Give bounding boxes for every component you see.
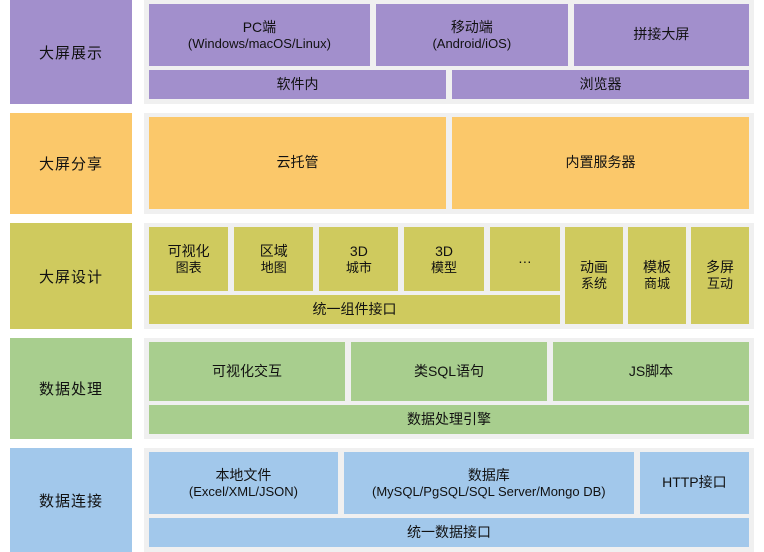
- box-http-interface[interactable]: HTTP接口: [639, 452, 749, 514]
- box-label-secondary: 图表: [175, 259, 202, 275]
- box-label-primary: 统一数据接口: [407, 523, 491, 540]
- box-browser[interactable]: 浏览器: [452, 70, 749, 99]
- box-label-primary: 模板: [643, 259, 671, 276]
- box-builtin-server[interactable]: 内置服务器: [452, 117, 749, 209]
- box-row-bottom: 统一数据接口: [149, 518, 749, 547]
- box-label-primary: 可视化: [167, 242, 210, 259]
- box-in-software[interactable]: 软件内: [149, 70, 446, 99]
- layer-row-connect: 数据连接本地文件(Excel/XML/JSON)数据库(MySQL/PgSQL/…: [10, 448, 754, 552]
- box-pc-client[interactable]: PC端(Windows/macOS/Linux): [149, 4, 370, 66]
- box-label-secondary: (Excel/XML/JSON): [188, 483, 298, 499]
- box-label-secondary: 城市: [345, 259, 372, 275]
- layer-label-text: 大屏设计: [38, 268, 103, 286]
- box-label-primary: 多屏: [706, 259, 734, 276]
- layer-label-design[interactable]: 大屏设计: [10, 223, 132, 329]
- box-label-primary: 拼接大屏: [633, 26, 690, 43]
- box-more-components[interactable]: …: [489, 227, 560, 291]
- box-template-store[interactable]: 模板商城: [628, 227, 686, 324]
- layer-label-process[interactable]: 数据处理: [10, 338, 132, 439]
- box-row-bottom: 统一组件接口: [149, 295, 560, 324]
- layer-label-connect[interactable]: 数据连接: [10, 448, 132, 552]
- layer-label-text: 大屏展示: [38, 44, 103, 62]
- box-label-primary: 移动端: [450, 18, 493, 35]
- box-row-top: 本地文件(Excel/XML/JSON)数据库(MySQL/PgSQL/SQL …: [149, 452, 749, 514]
- box-animation-system[interactable]: 动画系统: [565, 227, 623, 324]
- box-unified-component-api[interactable]: 统一组件接口: [149, 295, 560, 324]
- box-row-top: PC端(Windows/macOS/Linux)移动端(Android/iOS)…: [149, 4, 749, 66]
- box-multi-screen-interaction[interactable]: 多屏互动: [691, 227, 749, 324]
- layer-panel-share: 云托管 内置服务器: [144, 113, 754, 214]
- layer-label-text: 大屏分享: [38, 156, 103, 173]
- box-label-primary: 软件内: [276, 75, 319, 92]
- layer-label-display[interactable]: 大屏展示: [10, 0, 132, 104]
- box-label-secondary: (Windows/macOS/Linux): [187, 35, 331, 51]
- box-label-primary: 类SQL语句: [413, 362, 484, 379]
- layer-gap: [0, 214, 764, 223]
- box-region-map[interactable]: 区域地图: [234, 227, 314, 291]
- box-label-primary: 浏览器: [579, 75, 622, 92]
- box-label-primary: 本地文件: [215, 466, 272, 483]
- box-label-primary: PC端: [242, 18, 277, 35]
- layer-row-process: 数据处理 可视化交互 类SQL语句 JS脚本数据处理引擎: [10, 338, 754, 439]
- box-row-bottom: 数据处理引擎: [149, 405, 749, 434]
- layer-label-text: 数据连接: [38, 492, 103, 510]
- box-cloud-hosting[interactable]: 云托管: [149, 117, 446, 209]
- box-label-secondary: (MySQL/PgSQL/SQL Server/Mongo DB): [372, 483, 606, 499]
- layer-label-share[interactable]: 大屏分享: [10, 113, 132, 214]
- box-label-secondary: 商城: [643, 276, 670, 292]
- layer-gap: [0, 439, 764, 448]
- box-label-secondary: 互动: [706, 276, 733, 292]
- layer-panel-display: PC端(Windows/macOS/Linux)移动端(Android/iOS)…: [144, 0, 754, 104]
- box-label-primary: …: [517, 250, 532, 267]
- layer-label-text: 数据处理: [38, 381, 103, 398]
- box-label-primary: 动画: [580, 259, 608, 276]
- box-mobile-client[interactable]: 移动端(Android/iOS): [375, 4, 568, 66]
- box-label-primary: 数据库: [467, 466, 510, 483]
- box-data-processing-engine[interactable]: 数据处理引擎: [149, 405, 749, 434]
- box-viz-chart[interactable]: 可视化图表: [149, 227, 229, 291]
- box-label-secondary: 系统: [580, 276, 607, 292]
- box-label-primary: JS脚本: [628, 362, 674, 379]
- box-label-secondary: 地图: [260, 259, 287, 275]
- layer-gap: [0, 329, 764, 338]
- layer-gap: [0, 104, 764, 113]
- box-label-primary: 3D: [435, 242, 453, 259]
- box-local-file[interactable]: 本地文件(Excel/XML/JSON): [149, 452, 338, 514]
- box-video-wall[interactable]: 拼接大屏: [573, 4, 749, 66]
- box-sql-like-statement[interactable]: 类SQL语句: [351, 342, 547, 401]
- box-label-primary: 云托管: [276, 154, 319, 171]
- box-label-primary: 内置服务器: [565, 154, 636, 171]
- box-row-top: 可视化交互 类SQL语句 JS脚本: [149, 342, 749, 401]
- box-js-script[interactable]: JS脚本: [553, 342, 749, 401]
- box-unified-data-api[interactable]: 统一数据接口: [149, 518, 749, 547]
- layer-panel-process: 可视化交互 类SQL语句 JS脚本数据处理引擎: [144, 338, 754, 439]
- box-label-primary: HTTP接口: [662, 474, 727, 491]
- box-label-primary: 可视化交互: [212, 362, 282, 379]
- box-visual-interaction[interactable]: 可视化交互: [149, 342, 345, 401]
- box-label-primary: 统一组件接口: [312, 300, 397, 317]
- box-label-primary: 3D: [349, 242, 368, 259]
- box-label-secondary: 模型: [431, 259, 458, 275]
- layer-panel-connect: 本地文件(Excel/XML/JSON)数据库(MySQL/PgSQL/SQL …: [144, 448, 754, 552]
- box-row-top: 云托管 内置服务器: [149, 117, 749, 209]
- box-label-secondary: (Android/iOS): [432, 35, 512, 51]
- box-label-primary: 区域: [259, 242, 288, 259]
- box-database[interactable]: 数据库(MySQL/PgSQL/SQL Server/Mongo DB): [343, 452, 634, 514]
- box-row-bottom: 软件内 浏览器: [149, 70, 749, 99]
- box-label-primary: 数据处理引擎: [407, 410, 491, 427]
- layer-row-share: 大屏分享 云托管 内置服务器: [10, 113, 754, 214]
